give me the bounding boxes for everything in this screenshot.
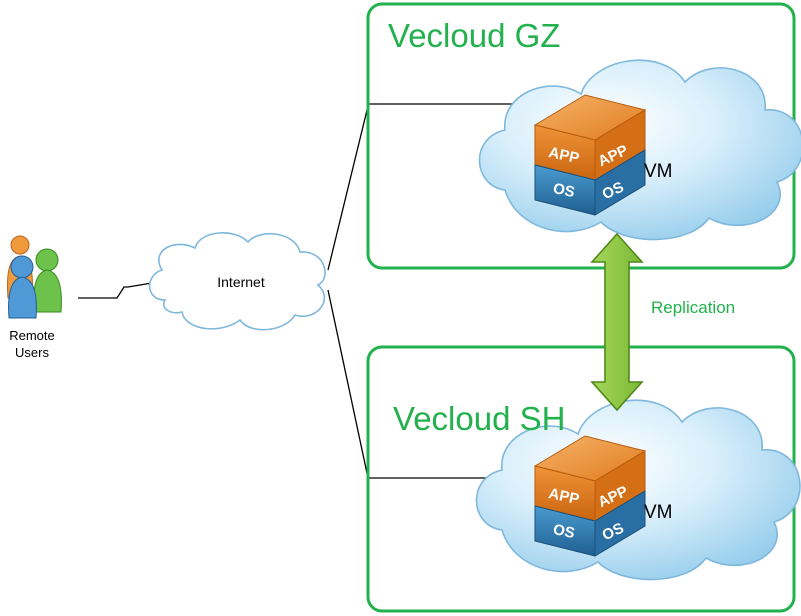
internet-to-gz-line: [327, 105, 369, 271]
site-sh-title: Vecloud SH: [393, 400, 565, 437]
internet-cloud: Internet: [148, 232, 326, 331]
users-to-internet-link: [78, 282, 153, 299]
connection-lines: [78, 103, 525, 479]
users-label-line1: Remote: [9, 328, 55, 343]
users-label-line2: Users: [15, 345, 49, 360]
site-sh-os1: OS: [552, 521, 577, 542]
replication: Replication: [590, 232, 735, 412]
site-sh-vm-cube: APP APP OS OS: [534, 435, 646, 557]
replication-label: Replication: [651, 298, 735, 317]
internet-to-sh-line: [327, 289, 369, 479]
site-sh-app1: APP: [547, 485, 581, 508]
site-gz-app1: APP: [547, 144, 581, 167]
site-gz-vm-cube: APP APP OS OS: [534, 94, 646, 216]
site-sh: APP APP OS OS VM Vecloud SH: [366, 345, 801, 613]
site-gz-vm-label: VM: [644, 161, 673, 182]
users-icon: [7, 235, 62, 319]
internet-cloud-shape: [148, 232, 326, 331]
internet-label: Internet: [217, 274, 265, 290]
site-gz-os1: OS: [552, 180, 577, 201]
site-gz-title: Vecloud GZ: [388, 17, 560, 54]
remote-users: Remote Users: [7, 235, 62, 360]
site-sh-vm-label: VM: [644, 502, 673, 523]
site-gz: APP APP OS OS VM Vecloud GZ: [366, 2, 801, 270]
replication-arrow: [590, 232, 644, 412]
